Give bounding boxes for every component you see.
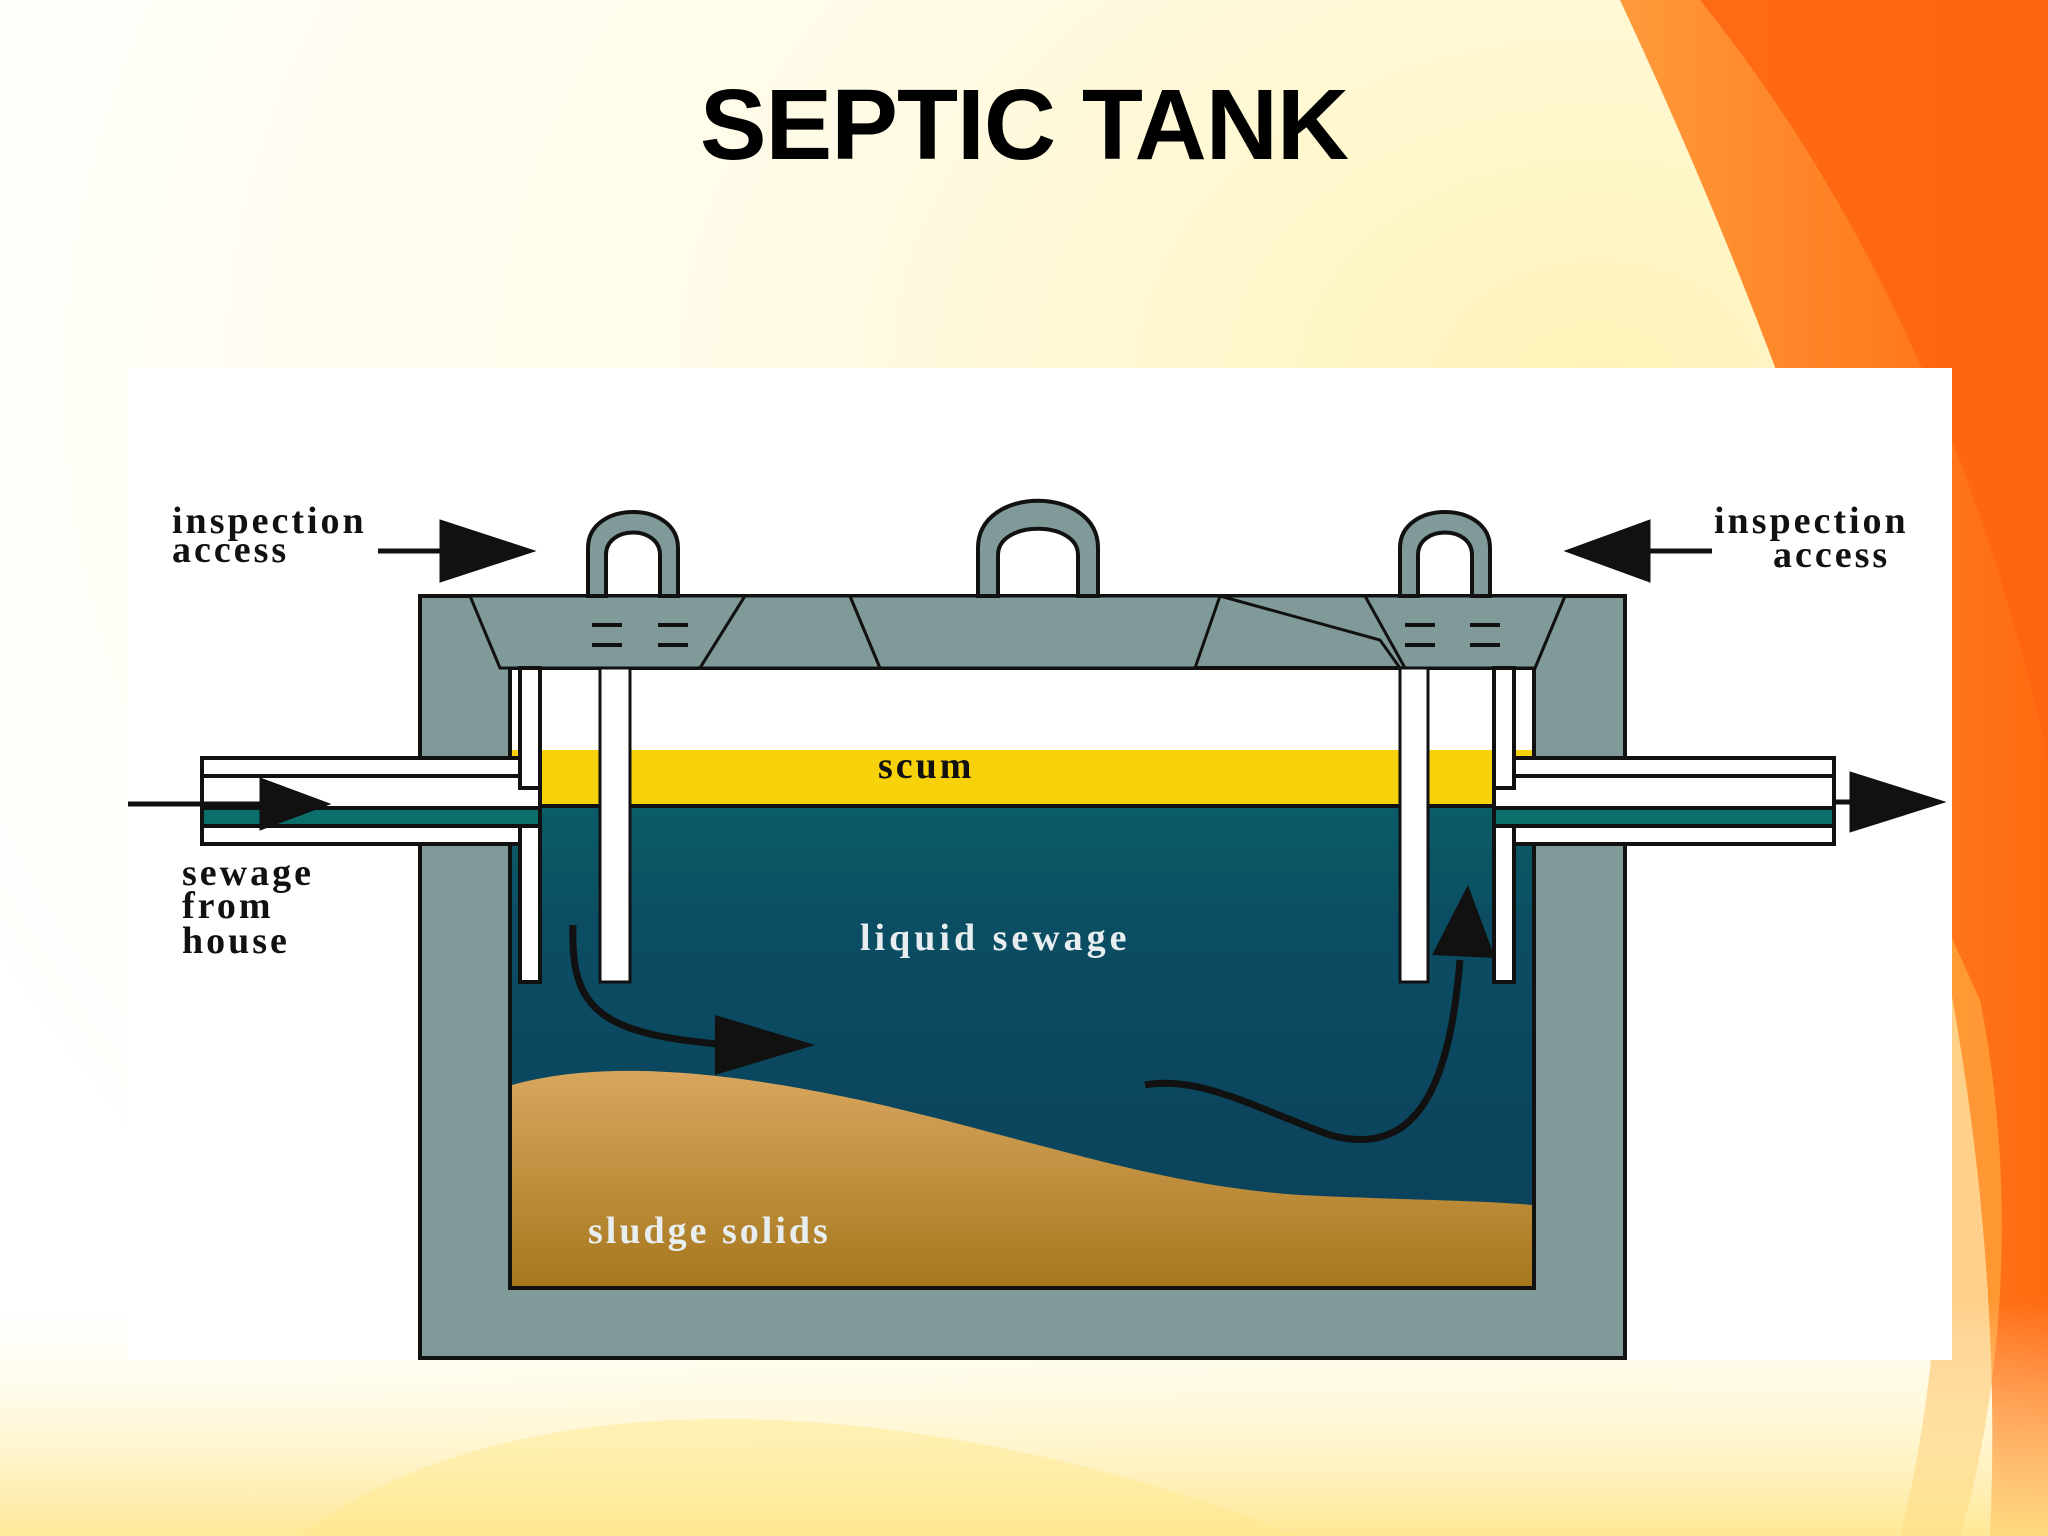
inlet-pipe xyxy=(200,666,542,984)
label-sewage-from-house-1: sewage xyxy=(182,852,314,894)
lifting-handle-center xyxy=(976,498,1100,598)
inlet-baffle xyxy=(598,666,632,984)
outlet-baffle xyxy=(1398,666,1430,984)
label-liquid-sewage: liquid sewage xyxy=(860,917,1131,959)
label-inspection-access-right-1: inspection xyxy=(1714,500,1909,542)
inspection-arrow-right xyxy=(1563,519,1712,583)
sludge-layer xyxy=(512,1070,1532,1286)
lifting-handle-right xyxy=(1398,510,1492,598)
label-sludge-solids: sludge solids xyxy=(588,1210,831,1252)
outflow-arrow xyxy=(1834,771,1947,833)
scum-layer xyxy=(512,750,1532,806)
inflow-arrow xyxy=(128,777,332,831)
label-sewage-from-house-3: house xyxy=(182,920,290,962)
flow-arrow-down xyxy=(569,924,731,1049)
label-inspection-access-right-2: access xyxy=(1773,534,1890,576)
inspection-arrow-left xyxy=(378,519,537,583)
label-scum: scum xyxy=(878,745,974,787)
flow-arrow-up xyxy=(1144,959,1464,1144)
flow-arrowhead-right xyxy=(715,1015,815,1075)
outlet-pipe xyxy=(1492,666,1836,984)
lifting-handle-left xyxy=(586,510,680,598)
flow-arrowhead-up xyxy=(1432,885,1495,958)
slide-title: SEPTIC TANK xyxy=(699,69,1349,181)
label-inspection-access-left-2: access xyxy=(172,529,289,571)
label-inspection-access-left-1: inspection xyxy=(172,500,367,542)
lid xyxy=(467,594,748,670)
label-sewage-from-house-2: from xyxy=(182,885,274,927)
